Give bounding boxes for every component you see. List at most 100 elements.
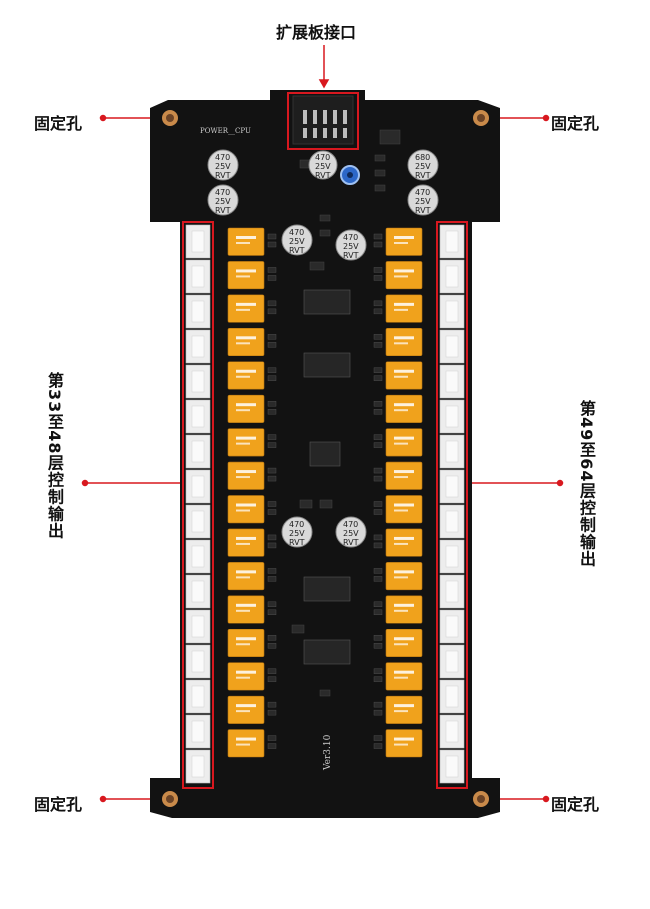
output-connector bbox=[185, 399, 211, 434]
ic-chips bbox=[303, 289, 351, 665]
mounting-hole-label-bottom-left: 固定孔 bbox=[34, 795, 83, 814]
relay bbox=[227, 562, 277, 591]
relay bbox=[373, 461, 423, 490]
svg-text:25V: 25V bbox=[289, 529, 305, 538]
svg-text:470: 470 bbox=[315, 153, 330, 162]
output-connector bbox=[185, 434, 211, 469]
relay bbox=[227, 729, 277, 758]
right-connector-highlight bbox=[436, 221, 468, 789]
output-connector bbox=[185, 539, 211, 574]
relay bbox=[227, 328, 277, 357]
right-relay-column bbox=[373, 227, 423, 758]
left-connector-column bbox=[185, 224, 211, 784]
right-output-label: 第49至64层控制输出 bbox=[577, 400, 596, 568]
svg-text:RVT: RVT bbox=[215, 171, 231, 180]
relay bbox=[227, 662, 277, 691]
left-relay-column bbox=[227, 227, 277, 758]
relay bbox=[373, 294, 423, 323]
output-connector bbox=[439, 399, 465, 434]
output-connector bbox=[439, 364, 465, 399]
relay bbox=[373, 328, 423, 357]
relay bbox=[373, 562, 423, 591]
svg-text:RVT: RVT bbox=[343, 538, 359, 547]
svg-text:25V: 25V bbox=[415, 162, 431, 171]
left-connector-highlight bbox=[182, 221, 214, 789]
relay bbox=[373, 662, 423, 691]
relay bbox=[373, 227, 423, 256]
expansion-header bbox=[287, 92, 359, 150]
output-connector bbox=[439, 539, 465, 574]
left-output-label: 第33至48层控制输出 bbox=[45, 372, 64, 540]
output-connector bbox=[185, 644, 211, 679]
relay bbox=[373, 361, 423, 390]
output-connector bbox=[439, 609, 465, 644]
relay bbox=[373, 394, 423, 423]
svg-text:RVT: RVT bbox=[289, 538, 305, 547]
output-connector bbox=[185, 609, 211, 644]
svg-text:470: 470 bbox=[215, 188, 230, 197]
output-connector bbox=[439, 644, 465, 679]
svg-text:470: 470 bbox=[289, 520, 304, 529]
output-connector bbox=[439, 679, 465, 714]
svg-text:470: 470 bbox=[215, 153, 230, 162]
relay bbox=[227, 695, 277, 724]
output-connector bbox=[185, 574, 211, 609]
mounting-hole-label-bottom-right: 固定孔 bbox=[551, 795, 600, 814]
svg-text:25V: 25V bbox=[343, 529, 359, 538]
relay bbox=[373, 428, 423, 457]
relay bbox=[227, 294, 277, 323]
svg-text:470: 470 bbox=[343, 520, 358, 529]
relay bbox=[227, 461, 277, 490]
output-connector bbox=[439, 259, 465, 294]
relay bbox=[373, 628, 423, 657]
svg-text:RVT: RVT bbox=[415, 206, 431, 215]
relay bbox=[373, 495, 423, 524]
output-connector bbox=[185, 469, 211, 504]
output-connector bbox=[439, 294, 465, 329]
output-connector bbox=[185, 679, 211, 714]
svg-text:RVT: RVT bbox=[315, 171, 331, 180]
svg-text:RVT: RVT bbox=[343, 251, 359, 260]
mounting-holes bbox=[162, 110, 489, 807]
output-connector bbox=[439, 714, 465, 749]
small-components bbox=[291, 129, 401, 697]
relay bbox=[227, 528, 277, 557]
output-connector bbox=[185, 504, 211, 539]
relay bbox=[373, 261, 423, 290]
output-connector bbox=[439, 504, 465, 539]
relay bbox=[227, 428, 277, 457]
svg-text:25V: 25V bbox=[343, 242, 359, 251]
mounting-hole-label-top-left: 固定孔 bbox=[34, 114, 83, 133]
svg-text:470: 470 bbox=[415, 188, 430, 197]
relay bbox=[227, 261, 277, 290]
output-connector bbox=[439, 469, 465, 504]
svg-text:RVT: RVT bbox=[415, 171, 431, 180]
output-connector bbox=[439, 749, 465, 784]
output-connector bbox=[439, 434, 465, 469]
output-connector bbox=[185, 224, 211, 259]
mounting-hole-label-top-right: 固定孔 bbox=[551, 114, 600, 133]
output-connector bbox=[185, 259, 211, 294]
output-connector bbox=[185, 294, 211, 329]
relay bbox=[227, 595, 277, 624]
svg-text:25V: 25V bbox=[215, 162, 231, 171]
relay bbox=[227, 495, 277, 524]
svg-text:470: 470 bbox=[289, 228, 304, 237]
output-connector bbox=[185, 714, 211, 749]
svg-text:25V: 25V bbox=[315, 162, 331, 171]
relay bbox=[373, 528, 423, 557]
svg-text:680: 680 bbox=[415, 153, 430, 162]
output-connector bbox=[185, 749, 211, 784]
svg-text:25V: 25V bbox=[215, 197, 231, 206]
relay bbox=[227, 628, 277, 657]
relay bbox=[373, 695, 423, 724]
